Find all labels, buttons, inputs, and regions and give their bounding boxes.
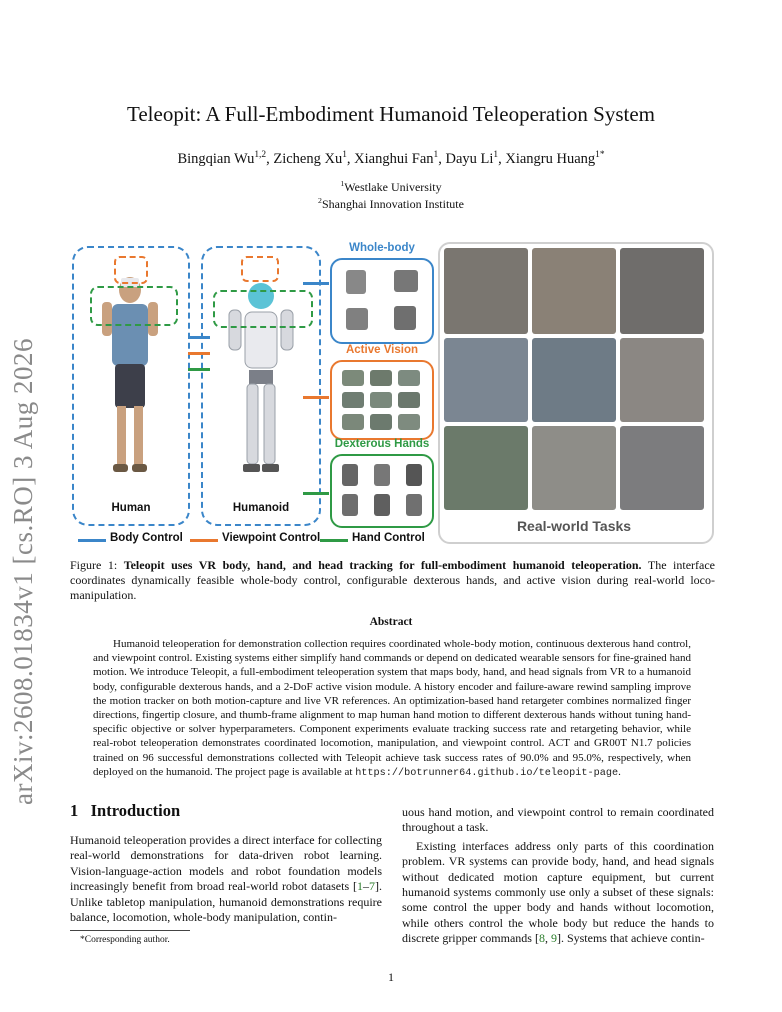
dexterous-hands-box [330,454,434,528]
task-photo [532,338,616,422]
task-photo [532,426,616,510]
head-highlight [114,256,148,284]
citation-link[interactable]: 8 [538,931,545,946]
legend-body: Body Control [110,532,183,544]
citation-link[interactable]: 7 [369,879,375,894]
task-photo [444,426,528,510]
human-photo [100,268,160,478]
author-name: Bingqian Wu [177,150,255,167]
active-vision-label: Active Vision [345,344,418,356]
legend-hand-swatch [320,539,348,542]
citation-link[interactable]: 1 [357,879,363,894]
footnote-rule [70,930,190,931]
abstract-text: Humanoid teleoperation for demonstration… [93,638,691,779]
task-photo [620,248,704,334]
head-highlight [241,256,279,282]
left-column-text: Humanoid teleoperation provides a direct… [70,833,382,925]
active-vision-box [330,360,434,440]
task-photo [532,248,616,334]
legend-viewpoint: Viewpoint Control [222,532,321,544]
task-photo [444,338,528,422]
footnote: *Corresponding author. [80,935,170,945]
author-name: Xiangru Huang [505,150,596,167]
whole-body-label: Whole-body [349,242,415,254]
paper-title: Teleopit: A Full-Embodiment Humanoid Tel… [126,102,656,126]
legend-hand: Hand Control [352,532,425,544]
legend-viewpoint-swatch [190,539,218,542]
body-arrow [303,282,329,285]
right-column-text: uous hand motion, and viewpoint control … [402,805,714,946]
figure-caption: Figure 1: Teleopit uses VR body, hand, a… [70,558,715,602]
author-affil: 1 [493,150,499,160]
whole-body-box [330,258,434,344]
human-panel: Human [72,246,190,526]
legend-body-swatch [78,539,106,542]
affiliation: 1Westlake University [340,179,442,194]
body-arrow [188,336,210,339]
human-label: Human [111,502,151,514]
page-number: 1 [388,970,394,984]
viewpoint-arrow [188,352,210,355]
real-world-tasks-box: Real-world Tasks [438,242,714,544]
section-heading: 1 Introduction [70,801,181,820]
hands-highlight [213,290,313,328]
arxiv-stamp: arXiv:2608.01834v1 [cs.RO] 3 Aug 2026 [8,338,38,805]
author-list: Bingqian Wu1,2, Zicheng Xu1, Xianghui Fa… [177,150,605,167]
author-affil: 1 [433,150,439,160]
project-page-link[interactable]: https://botrunner64.github.io/teleopit-p… [355,767,619,779]
task-photo [620,338,704,422]
author-affil: 1 [342,150,347,160]
hands-highlight [90,286,178,326]
author-affil: 1,2 [254,150,267,160]
dexterous-hands-label: Dexterous Hands [334,438,430,450]
author-name: Dayu Li [445,150,494,167]
task-photo [620,426,704,510]
affiliation: 2Shanghai Innovation Institute [318,196,464,211]
abstract-heading: Abstract [369,616,413,628]
author-name: Zicheng Xu [273,150,343,167]
author-name: Xianghui Fan [354,150,434,167]
hand-arrow [303,492,329,495]
hand-arrow [188,368,210,371]
author-affil: 1* [595,150,605,160]
viewpoint-arrow [303,396,329,399]
humanoid-panel: Humanoid [201,246,321,526]
citation-link[interactable]: 9 [550,931,557,946]
figure-1: Human Humanoid Whole-body [70,240,715,550]
task-photo [444,248,528,334]
real-world-label: Real-world Tasks [516,518,632,534]
humanoid-label: Humanoid [232,502,290,514]
